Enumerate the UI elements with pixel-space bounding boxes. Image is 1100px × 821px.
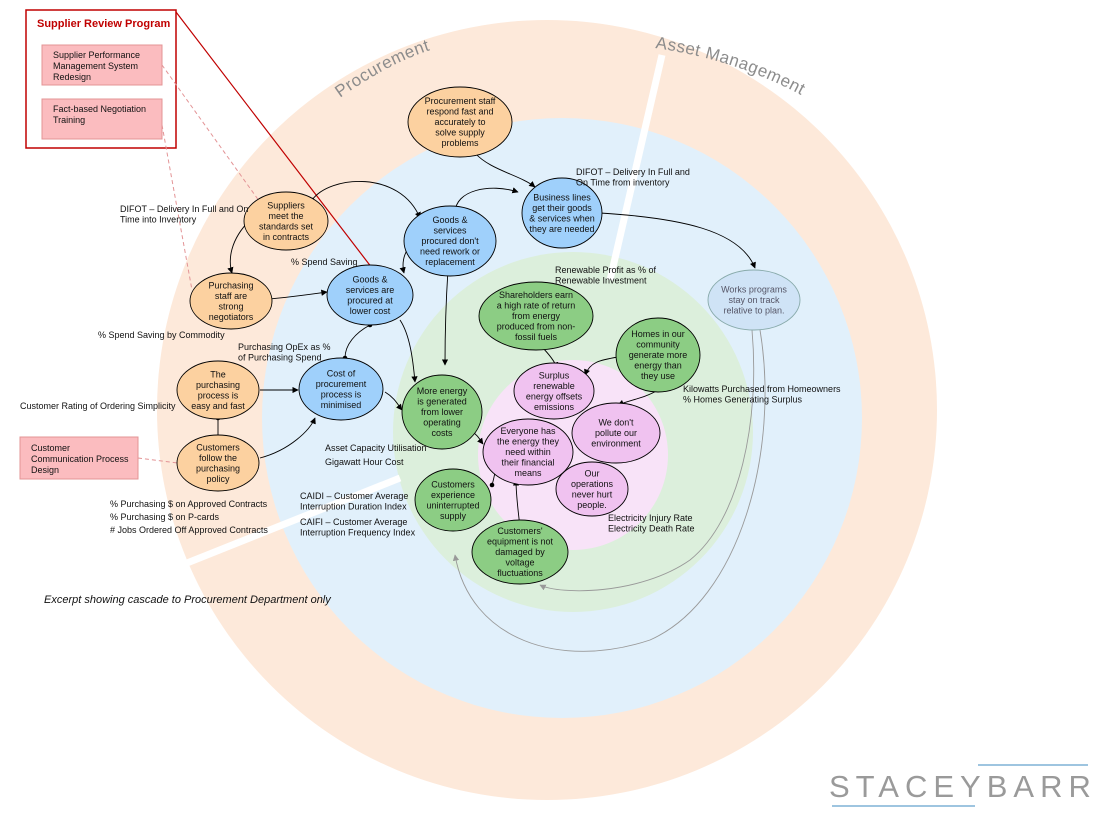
arrow-suppliers-goods (311, 180, 421, 219)
measure-kilowatts: Kilowatts Purchased from Homeowners% Hom… (683, 384, 841, 405)
arrow-procstaff-business (474, 152, 536, 188)
measure-rating: Customer Rating of Ordering Simplicity (20, 401, 176, 411)
feedback-works-uninterrupted (452, 329, 766, 652)
node-shape (482, 418, 574, 486)
arrow-follow-cost (259, 417, 316, 459)
node-shape (521, 177, 603, 249)
measure-contracts: % Purchasing $ on Approved Contracts% Pu… (110, 499, 268, 535)
node-shape (326, 264, 414, 326)
node-shape (471, 519, 569, 585)
customer-communication-box (19, 436, 139, 480)
node-shape (571, 402, 661, 464)
node-shape (298, 357, 384, 421)
node-shape (401, 374, 483, 450)
feedback-works-equipment (539, 329, 755, 592)
ring-divider-left (180, 474, 402, 569)
brand-logo: STACEYBARR (829, 769, 1097, 804)
node-shape (189, 272, 273, 330)
node-shape (407, 86, 513, 158)
program-item-label: Fact-based Negotiation Training (53, 104, 149, 125)
node-shape (555, 461, 629, 517)
node-shape (615, 317, 701, 393)
node-shape (414, 468, 492, 532)
program-item-negotiation-training (41, 98, 163, 140)
dashed-link-supplier-performance (161, 64, 263, 206)
ring-divider-top (606, 54, 666, 281)
measure-spend-saving: % Spend Saving (291, 257, 358, 267)
node-shape (176, 434, 260, 492)
arrow-homes-surplus (584, 356, 619, 376)
node-shape (243, 191, 329, 251)
diagram-caption: Excerpt showing cascade to Procurement D… (44, 594, 332, 606)
feedback-arrows (452, 329, 766, 652)
arrow-cost-goodslow (344, 324, 371, 359)
arrow-goodslow-moreenergy (399, 319, 418, 383)
measure-opex: Purchasing OpEx as %of Purchasing Spend (238, 342, 331, 363)
node-shape (403, 205, 497, 277)
program-title: Supplier Review Program (37, 18, 170, 30)
program-link-line (175, 11, 373, 269)
customer-communication-label: Customer Communication Process Design (31, 443, 131, 475)
node-shape (176, 360, 260, 420)
program-item-label: Supplier Performance Management System R… (53, 50, 143, 82)
arrow-goodsnorework-moreenergy (441, 269, 449, 366)
arrow-cost-moreenergy (384, 391, 403, 411)
measure-spend-commodity: % Spend Saving by Commodity (98, 330, 225, 340)
node-shape (513, 362, 595, 420)
node-shape (478, 281, 594, 351)
program-item-supplier-performance (41, 44, 163, 86)
arrow-business-works (599, 212, 756, 269)
node-shape (707, 269, 801, 331)
